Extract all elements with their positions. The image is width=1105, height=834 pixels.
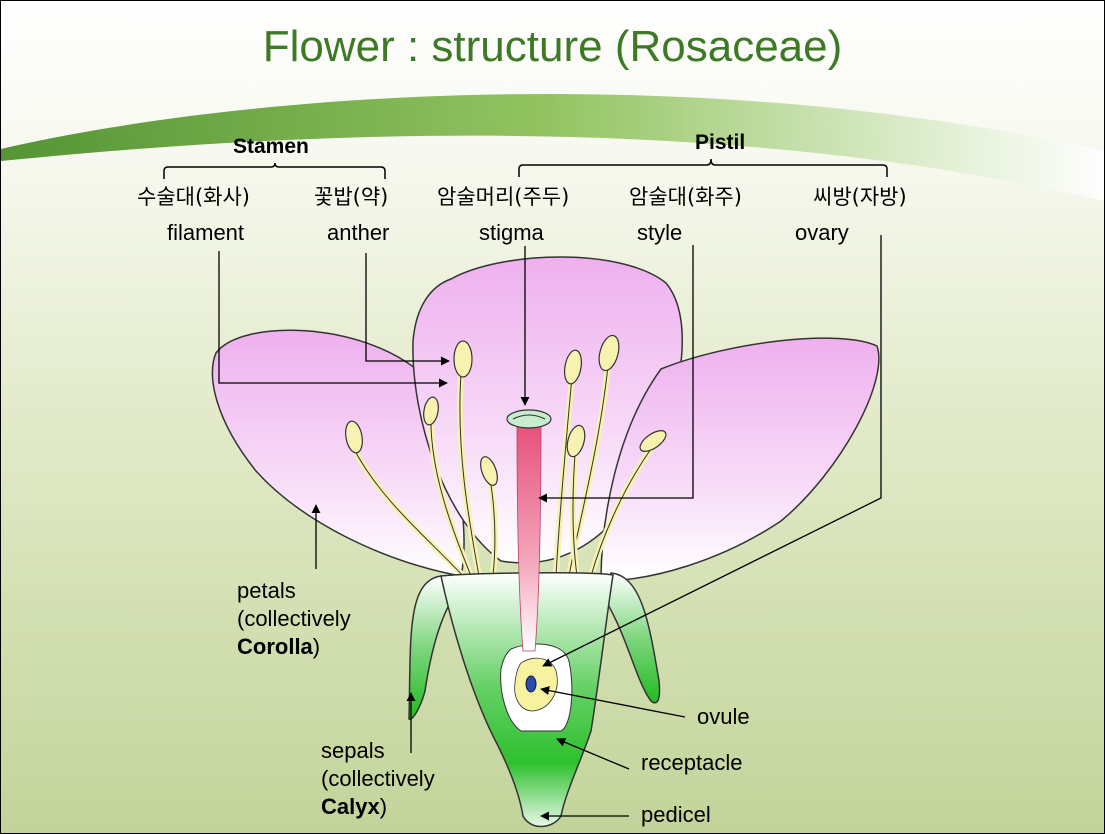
style-label-kr: 암술대(화주)	[629, 185, 742, 209]
stigma-label: stigma	[479, 221, 544, 245]
ovule-label: ovule	[697, 705, 750, 729]
petals-label: petals (collectively Corolla)	[237, 577, 351, 661]
style-label: style	[637, 221, 682, 245]
ovule-dot	[526, 676, 536, 692]
pistil-group-label: Pistil	[695, 131, 745, 155]
sepals-close-paren: )	[380, 794, 387, 819]
ovary-label: ovary	[795, 221, 849, 245]
petals-line-3: Corolla)	[237, 633, 351, 661]
anther-label-kr: 꽃밥(약)	[314, 185, 388, 209]
sepals-line-3: Calyx)	[321, 793, 435, 821]
petals-line-2: (collectively	[237, 605, 351, 633]
petals-close-paren: )	[313, 634, 320, 659]
stamen-bracket	[164, 163, 385, 179]
pistil-bracket	[519, 159, 887, 177]
sepals-label: sepals (collectively Calyx)	[321, 737, 435, 821]
calyx-term: Calyx	[321, 794, 380, 819]
corolla-term: Corolla	[237, 634, 313, 659]
receptacle-label: receptacle	[641, 751, 743, 775]
sepals-line-1: sepals	[321, 737, 435, 765]
stigma-label-kr: 암술머리(주두)	[437, 185, 569, 209]
style-shape	[517, 425, 541, 651]
filament-label: filament	[167, 221, 244, 245]
pedicel-label: pedicel	[641, 803, 711, 827]
ovary-label-kr: 씨방(자방)	[813, 185, 907, 209]
page-title: Flower : structure (Rosaceae)	[1, 21, 1104, 73]
anther-label: anther	[327, 221, 389, 245]
sepals-line-2: (collectively	[321, 765, 435, 793]
sepal-right	[606, 573, 660, 703]
petals-line-1: petals	[237, 577, 351, 605]
stamen-group-label: Stamen	[233, 135, 309, 159]
filament-label-kr: 수술대(화사)	[137, 185, 250, 209]
